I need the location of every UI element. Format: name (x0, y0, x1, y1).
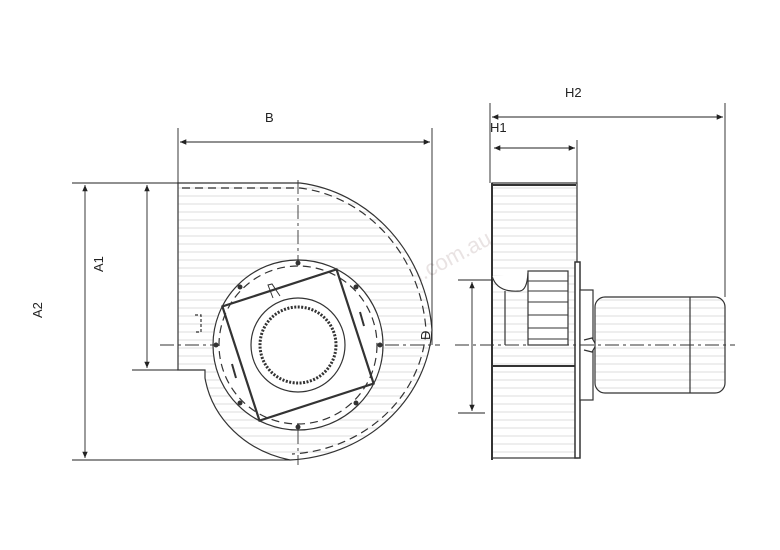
front-view (160, 180, 440, 465)
bolt-holes (213, 260, 383, 430)
motor-plate (221, 268, 375, 422)
side-view (455, 182, 735, 460)
dim-label-b: B (265, 110, 274, 125)
front-dimensions (72, 128, 433, 461)
dim-label-a1: A1 (91, 256, 106, 272)
side-dimensions (458, 103, 726, 414)
dim-label-h1: H1 (490, 120, 507, 135)
grille (258, 305, 338, 385)
dim-label-h2: H2 (565, 85, 582, 100)
dim-label-d: D (418, 331, 433, 340)
dim-label-a2: A2 (30, 302, 45, 318)
back-plate (574, 261, 581, 459)
